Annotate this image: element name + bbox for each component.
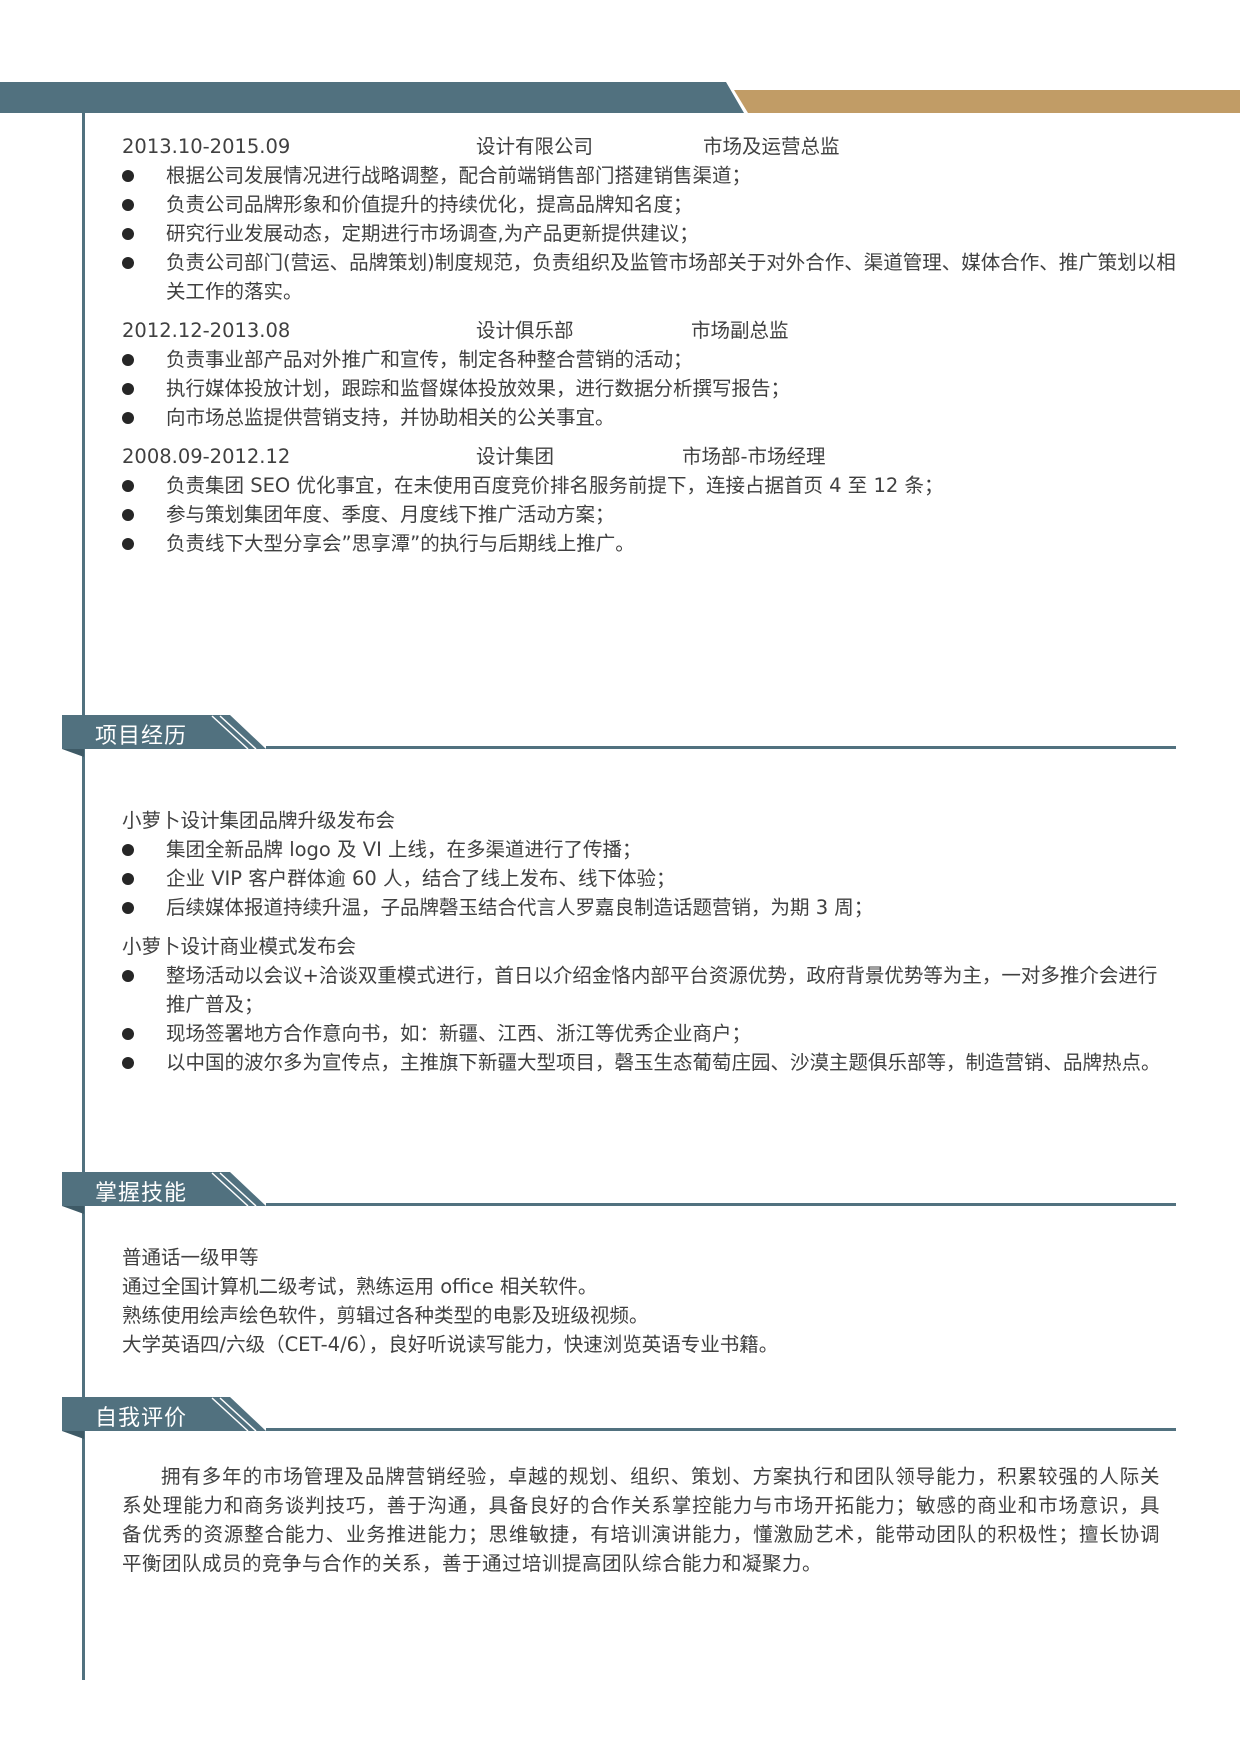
job-title: 市场副总监 [691, 319, 789, 342]
top-banner [0, 82, 1240, 113]
bullet-icon [122, 480, 134, 492]
bullet-icon [122, 902, 134, 914]
bullet-icon [122, 970, 134, 982]
section-title: 项目经历 [95, 724, 188, 749]
section-header-self-evaluation: 自我评价 [62, 1397, 1176, 1445]
bullet-icon [122, 228, 134, 240]
section-ribbon-icon [62, 715, 1176, 757]
section-title: 自我评价 [95, 1406, 188, 1431]
job-period: 2008.09-2012.12 [122, 445, 291, 468]
job-company: 设计集团 [476, 445, 555, 468]
self-evaluation-text: 拥有多年的市场管理及品牌营销经验，卓越的规划、组织、策划、方案执行和团队领导能力… [122, 1465, 1160, 1575]
section-ribbon-icon [62, 1397, 1176, 1439]
bullet-icon [122, 383, 134, 395]
job-period: 2013.10-2015.09 [122, 135, 291, 158]
section-header-skills: 掌握技能 [62, 1172, 1176, 1220]
skill-item: 通过全国计算机二级考试，熟练运用 office 相关软件。 [122, 1275, 598, 1298]
section-title: 掌握技能 [95, 1181, 188, 1206]
job-period: 2012.12-2013.08 [122, 319, 291, 342]
job-title: 市场及运营总监 [703, 135, 840, 158]
skill-item: 普通话一级甲等 [122, 1246, 259, 1269]
section-header-projects: 项目经历 [62, 715, 1176, 763]
project-name: 小萝卜设计集团品牌升级发布会 [122, 809, 396, 832]
bullet-icon [122, 538, 134, 550]
bullet-icon [122, 354, 134, 366]
bullet-icon [122, 844, 134, 856]
bullet-icon [122, 509, 134, 521]
bullet-icon [122, 257, 134, 269]
bullet-icon [122, 170, 134, 182]
bullet-icon [122, 412, 134, 424]
bullet-icon [122, 873, 134, 885]
section-ribbon-icon [62, 1172, 1176, 1214]
left-vertical-rule [82, 113, 85, 1680]
job-title: 市场部-市场经理 [682, 445, 826, 468]
bullet-icon [122, 1028, 134, 1040]
bullet-icon [122, 1057, 134, 1069]
job-company: 设计有限公司 [476, 135, 594, 158]
bullet-icon [122, 199, 134, 211]
skill-item: 熟练使用绘声绘色软件，剪辑过各种类型的电影及班级视频。 [122, 1304, 649, 1327]
project-name: 小萝卜设计商业模式发布会 [122, 935, 357, 958]
job-company: 设计俱乐部 [476, 319, 574, 342]
skill-item: 大学英语四/六级（CET-4/6），良好听说读写能力，快速浏览英语专业书籍。 [122, 1333, 779, 1356]
